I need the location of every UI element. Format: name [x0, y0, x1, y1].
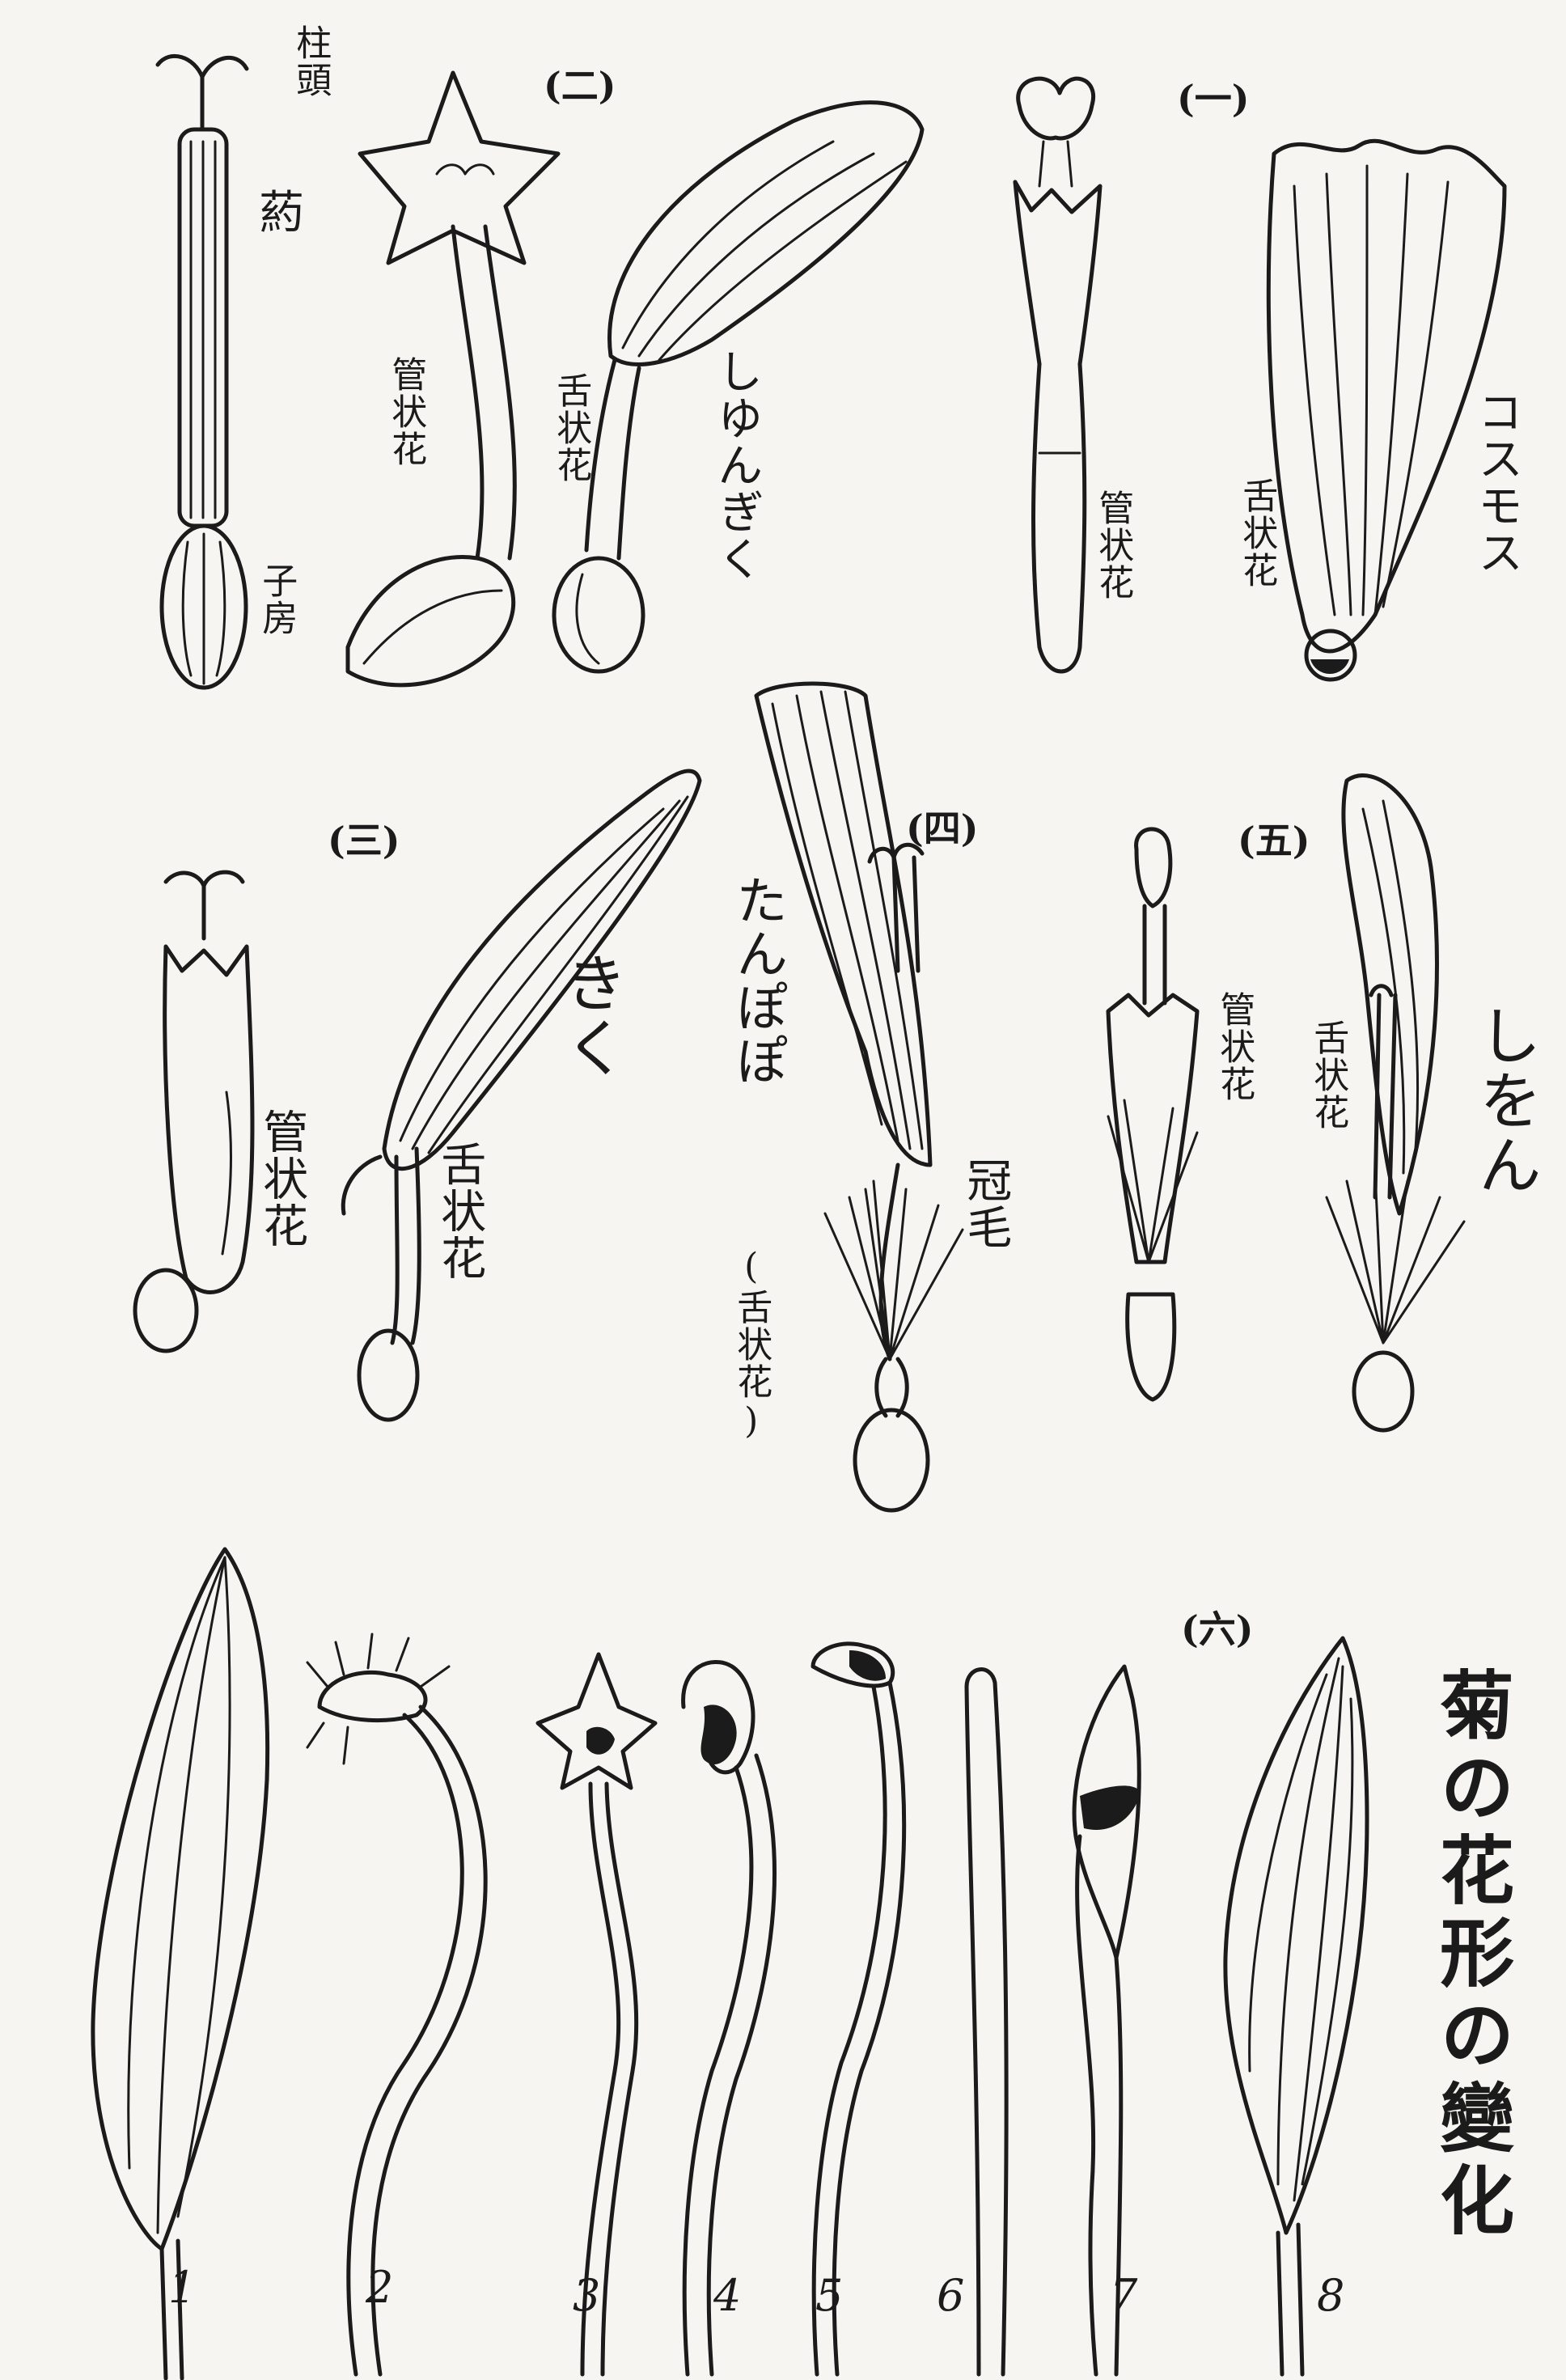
- section-5-label: (五): [1238, 821, 1310, 860]
- shion-ligulate-label: 舌状花: [1309, 1019, 1346, 1131]
- section-1-label: (一): [1177, 79, 1250, 118]
- kiku-tubular-floret-drawing: [135, 872, 252, 1351]
- cosmos-tubular-label: 管状花: [1094, 489, 1131, 601]
- shion-tubular-label: 管状花: [1215, 991, 1252, 1103]
- anther-label: 葯: [259, 190, 304, 238]
- pappus-label: 冠毛: [961, 1157, 1009, 1251]
- section-3-label: (三): [328, 821, 400, 860]
- petal-number-7: 7: [1110, 2273, 1137, 2319]
- petal-number-8: 8: [1317, 2273, 1344, 2319]
- petal-number-5: 5: [815, 2273, 843, 2319]
- tanpopo-name-label: たんぽぽ: [730, 874, 784, 1087]
- tanpopo-note-label: (舌状花): [732, 1246, 769, 1443]
- shungiku-ligulate-label: 舌状花: [552, 372, 589, 484]
- kiku-ligulate-label: 舌状花: [435, 1141, 483, 1281]
- petal-number-2: 2: [366, 2265, 393, 2311]
- cosmos-tubular-floret-drawing: [1015, 78, 1100, 671]
- section-6-label: (六): [1181, 1610, 1254, 1649]
- shion-tubular-floret-drawing: [1108, 829, 1197, 1400]
- cosmos-name-label: コスモス: [1472, 388, 1520, 576]
- cosmos-ligulate-floret-drawing: [1268, 141, 1505, 680]
- petal-number-1: 1: [168, 2265, 196, 2311]
- shion-name-label: しをん: [1471, 1003, 1537, 1197]
- shungiku-tubular-label: 管状花: [387, 356, 424, 468]
- shungiku-tubular-floret-drawing: [348, 73, 558, 685]
- kiku-tubular-label: 管状花: [257, 1108, 305, 1249]
- kiku-ligulate-floret-drawing: [343, 771, 700, 1420]
- petal-number-6: 6: [937, 2273, 964, 2319]
- petal-number-4: 4: [713, 2273, 741, 2319]
- section-4-label: (四): [906, 809, 979, 848]
- cosmos-ligulate-label: 舌状花: [1238, 477, 1275, 589]
- shungiku-name-label: しゆんぎく: [712, 348, 760, 582]
- section-2-label: (二): [544, 66, 616, 105]
- kiku-name-label: きく: [557, 951, 623, 1080]
- petal-number-3: 3: [573, 2273, 600, 2319]
- ovary-label: 子房: [257, 562, 294, 637]
- disc-floret-anatomy-drawing: [158, 56, 247, 688]
- plate-title: 菊の花形の變化: [1432, 1666, 1510, 2244]
- floret-shape-variations-drawing: [93, 1549, 1367, 2378]
- stigma-label: 柱頭: [291, 24, 328, 99]
